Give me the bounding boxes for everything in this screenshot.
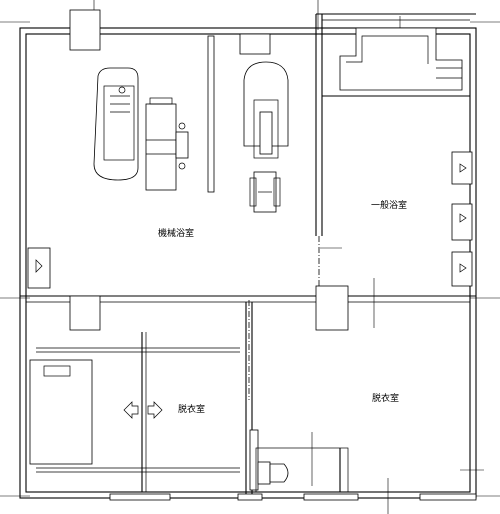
toilet-icon: [249, 429, 349, 493]
stretcher-bath-icon: [93, 67, 139, 181]
reclining-chair-icon: [243, 61, 289, 159]
interior-partitions: [207, 13, 476, 498]
bottom-openings: [109, 493, 477, 501]
bed-icon: [29, 359, 93, 465]
room-label-changing-room-left: 脱衣室: [177, 405, 207, 416]
room-label-general-bath: 一般浴室: [370, 201, 409, 212]
left-wall-fixture: [27, 247, 51, 289]
changing-room-furniture: [29, 332, 240, 492]
shower-units: [451, 151, 473, 287]
room-label-changing-room-right: 脱衣室: [371, 394, 401, 405]
top-right-fixture: [339, 27, 463, 91]
room-label-machine-bath: 機械浴室: [157, 229, 196, 240]
lift-chair-icon: [145, 97, 189, 191]
top-niches: [69, 9, 349, 331]
wheelchair-icon: [249, 171, 281, 213]
